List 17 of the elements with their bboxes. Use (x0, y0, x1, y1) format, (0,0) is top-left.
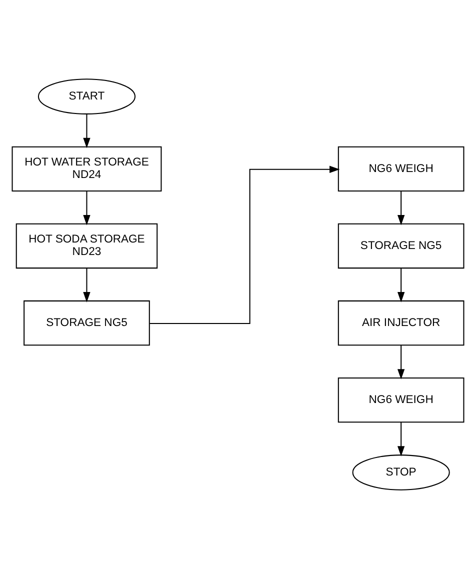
node-box: NG6 WEIGH (338, 146, 464, 192)
node-ellipse: STOP (352, 454, 450, 490)
arrow (83, 114, 90, 148)
node-box: HOT SODA STORAGE ND23 (16, 223, 158, 269)
arrow (83, 268, 90, 302)
node-box: HOT WATER STORAGE ND24 (12, 146, 162, 192)
node-ellipse: START (38, 78, 136, 114)
node-box: AIR INJECTOR (338, 300, 464, 346)
arrow (397, 191, 405, 226)
arrow (150, 166, 340, 324)
node-box: STORAGE NG5 (338, 223, 464, 269)
arrow (397, 345, 405, 380)
node-box: NG6 WEIGH (338, 377, 464, 423)
arrow (397, 422, 405, 456)
node-box: STORAGE NG5 (24, 300, 150, 346)
arrow (397, 268, 405, 302)
arrow (83, 191, 90, 226)
